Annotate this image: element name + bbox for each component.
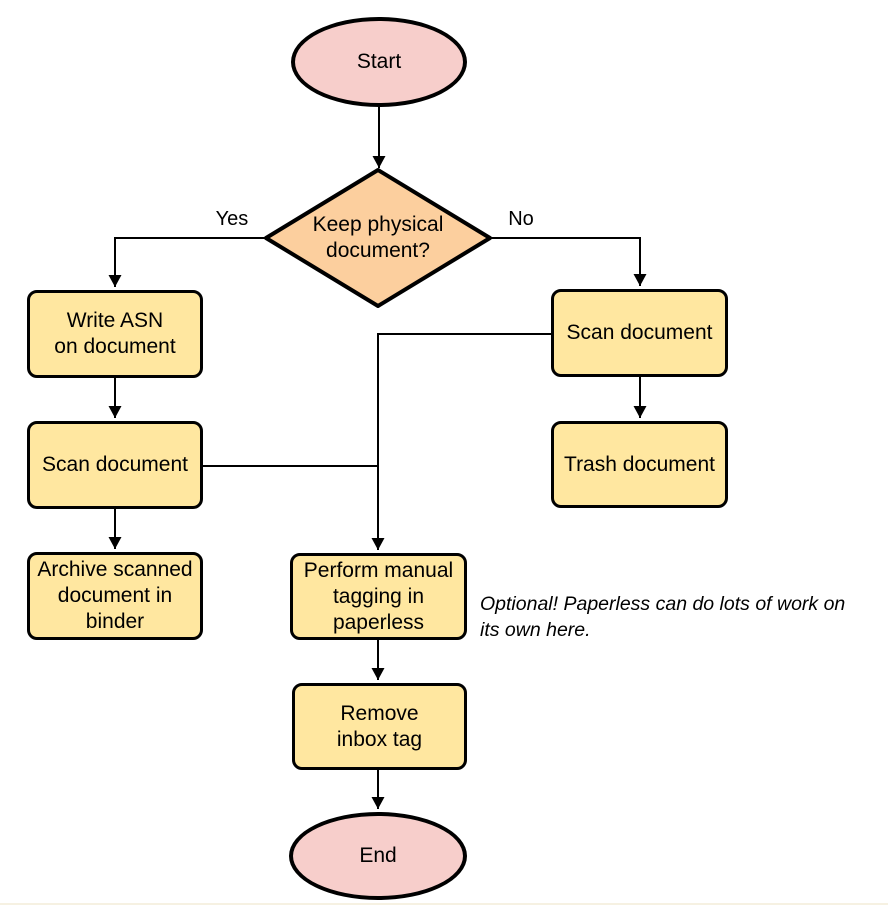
edge-label-no: No (508, 208, 534, 230)
process-trash-document-label: Trash document (564, 452, 715, 476)
end-node: End (289, 812, 467, 900)
process-archive-scanned-document: Archive scanned document in binder (27, 552, 203, 640)
decision-keep-physical-document: Keep physical document? (266, 172, 490, 304)
edge-decision-yes-to-write-asn (108, 237, 266, 287)
process-write-asn: Write ASN on document (27, 290, 203, 378)
start-node-label: Start (356, 50, 402, 73)
process-archive-scanned-document-label: Archive scanned document in binder (37, 558, 193, 633)
process-scan-document-right: Scan document (551, 289, 728, 377)
process-scan-document-left-label: Scan document (42, 453, 188, 476)
start-node: Start (291, 17, 467, 107)
process-trash-document: Trash document (551, 421, 728, 508)
optional-note: Optional! Paperless can do lots of work … (480, 593, 846, 641)
process-scan-document-right-label: Scan document (566, 321, 713, 344)
process-manual-tagging: Perform manual tagging in paperless (290, 553, 467, 640)
edge-decision-no-to-scan-right (490, 237, 647, 286)
process-remove-inbox-tag-label: Remove inbox tag (336, 701, 423, 751)
end-node-label: End (359, 844, 397, 867)
edge-label-yes: Yes (215, 208, 249, 230)
process-scan-document-left: Scan document (27, 421, 203, 509)
bottom-edge-line (0, 903, 888, 905)
process-manual-tagging-label: Perform manual tagging in paperless (303, 558, 454, 634)
edge-scan-right-to-tagging (371, 333, 551, 550)
decision-node-label: Keep physical document? (312, 213, 444, 262)
process-remove-inbox-tag: Remove inbox tag (292, 683, 467, 770)
process-write-asn-label: Write ASN on document (54, 309, 176, 358)
decision-diamond-shape (264, 168, 492, 308)
